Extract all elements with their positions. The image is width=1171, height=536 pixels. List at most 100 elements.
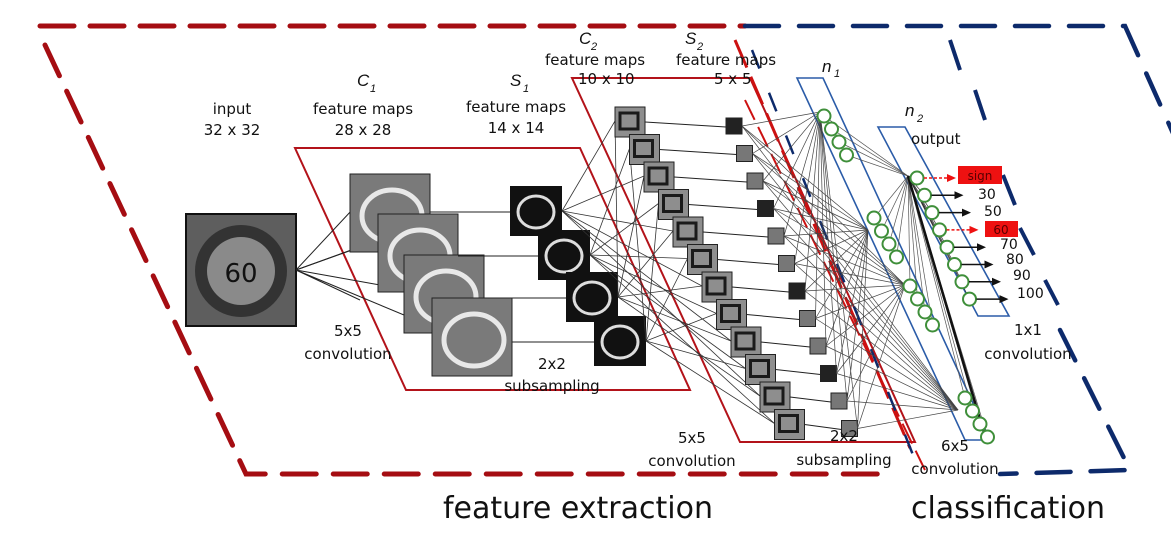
output-label-100: 100	[1017, 286, 1044, 302]
c2-map-pattern	[749, 359, 770, 378]
neuron	[917, 187, 932, 203]
sub1-kernel: 2x2	[538, 355, 566, 373]
s1-c2-connection	[589, 254, 746, 369]
s2-n1-connection	[815, 284, 906, 319]
output-arrow-head	[984, 260, 994, 269]
n1-neurons	[816, 108, 995, 445]
sub1-label: 2x2 subsampling	[504, 355, 599, 395]
s2-symbol: S	[685, 29, 697, 48]
neuron	[954, 274, 970, 290]
c1-size: 28 x 28	[335, 121, 392, 139]
c2-s2-connection	[644, 121, 727, 128]
s1-size: 14 x 14	[488, 119, 545, 137]
conv2-label: 5x5 convolution	[648, 429, 735, 470]
n2-neurons	[909, 170, 977, 307]
s2-n1-connection	[752, 153, 906, 286]
input-image: 60	[185, 213, 297, 327]
s1-c2-connection	[589, 254, 717, 314]
s2-n1-connection	[857, 229, 869, 429]
neuron	[910, 291, 925, 307]
output-arrow-head	[999, 295, 1009, 304]
s1-c2-connection	[561, 210, 761, 397]
output-arrow-head	[969, 225, 979, 234]
s1-c2-connection	[617, 230, 674, 298]
s1-map-pattern	[600, 324, 640, 360]
output-label-70: 70	[1000, 237, 1018, 253]
output-label-50: 50	[984, 204, 1002, 220]
conv4-label: 1x1 convolution	[984, 321, 1071, 363]
output-label-90: 90	[1013, 268, 1031, 284]
s2-n1-connection	[741, 111, 821, 127]
c2-s2-connection	[717, 259, 779, 265]
conv2-name: convolution	[648, 452, 735, 470]
s1-c2-connection	[561, 210, 674, 232]
s1-c2-connection	[617, 175, 645, 298]
s2-map	[757, 200, 774, 217]
classification-caption: classification	[911, 491, 1105, 526]
neuron	[909, 170, 925, 186]
s2-map	[725, 117, 743, 135]
s2-n1-connection	[815, 111, 821, 319]
s2-n1-connection	[804, 229, 869, 292]
n1-n2-connection	[907, 175, 966, 399]
neuron	[831, 134, 847, 150]
s1-c2-connection	[645, 258, 688, 342]
conv1-name: convolution	[304, 345, 391, 363]
n1-n2-connection	[838, 141, 909, 177]
c1-s1-layer-box	[293, 147, 692, 391]
n2-index: 2	[916, 113, 923, 125]
input-name: input	[213, 100, 252, 118]
output-arrow-head	[962, 208, 971, 217]
s2-n1-connection	[794, 229, 869, 264]
conv4-kernel: 1x1	[1014, 321, 1042, 339]
c1-feature-maps	[349, 173, 513, 377]
c2-s2-connection	[702, 231, 769, 238]
s2-n1-connection	[783, 111, 821, 237]
s1-c2-connection	[645, 313, 717, 342]
s2-n1-connection	[752, 153, 959, 411]
output-label-80: 80	[1006, 252, 1024, 268]
s1-c2-connection	[614, 120, 619, 298]
neuron	[957, 390, 973, 406]
neuron	[924, 205, 940, 221]
s1-c2-connection	[589, 254, 688, 259]
s1-index: 1	[523, 83, 529, 95]
c1-map-pattern	[441, 311, 507, 369]
s2-n1-connection	[836, 373, 959, 411]
s2-n1-connection	[762, 111, 821, 182]
c2-map-pattern	[778, 414, 799, 433]
s1-map-pattern	[516, 194, 556, 230]
c2-map-pattern	[763, 386, 785, 406]
conv3-kernel: 6x5	[941, 437, 969, 455]
s1-c2-connection	[561, 120, 616, 212]
s2-n1-connection	[804, 111, 821, 292]
s2-n1-connection	[825, 229, 869, 347]
neuron	[889, 249, 904, 265]
s2-n1-connection	[815, 229, 869, 319]
fc-connections	[741, 111, 988, 438]
neuron	[980, 429, 995, 445]
n1-n2-connection	[906, 175, 987, 437]
s1-c2-connection	[561, 210, 732, 342]
c2-s2-layer-box	[570, 77, 917, 443]
neuron	[866, 210, 882, 226]
c2-s2-connection	[775, 369, 821, 375]
neuron	[824, 121, 839, 137]
neuron	[972, 416, 988, 432]
n1-index: 1	[834, 68, 840, 80]
c2-index: 2	[590, 41, 597, 53]
c2-map-pattern	[705, 276, 727, 296]
c2-map-pattern	[691, 249, 712, 268]
s2-n1-connection	[794, 263, 906, 286]
s1-title: S 1 feature maps 14 x 14	[466, 71, 566, 137]
s2-map	[830, 392, 848, 410]
s1-c2-connection	[617, 296, 761, 397]
s2-map	[788, 282, 806, 300]
conv4-name: convolution	[984, 345, 1071, 363]
sub2-kernel: 2x2	[830, 427, 858, 445]
c2-s2-connection	[746, 314, 800, 320]
c2-s2-connection	[659, 149, 737, 155]
c2-map-pattern	[633, 139, 654, 158]
s1-c2-connection	[589, 148, 630, 256]
